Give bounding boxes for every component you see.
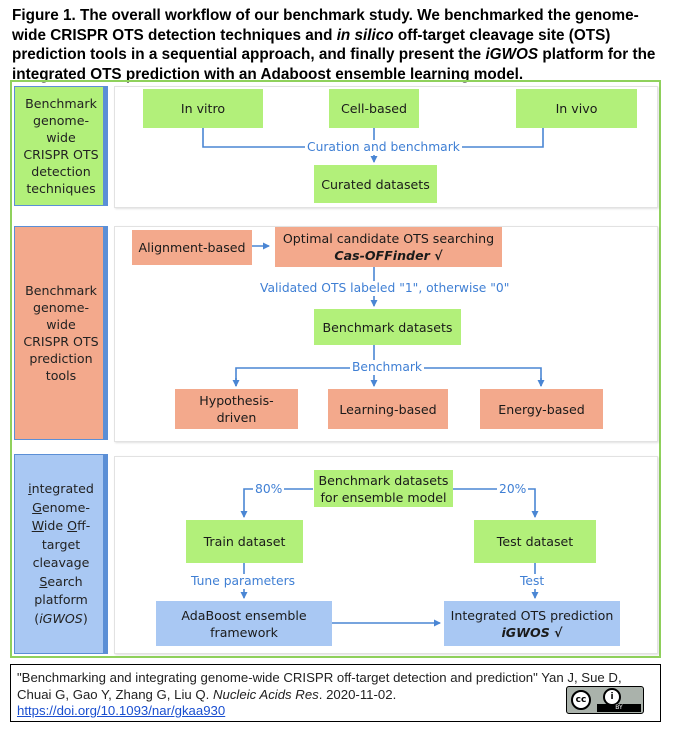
citation-journal: Nucleic Acids Res [212, 686, 319, 702]
hypothesis-driven-node: Hypothesis-driven [175, 389, 298, 429]
adaboost-node: AdaBoost ensemble framework [156, 601, 332, 646]
caption-italic-1: in silico [336, 26, 394, 44]
ensemble-datasets-node: Benchmark datasets for ensemble model [314, 470, 453, 507]
section-detection-label: Benchmark genome-wide CRISPR OTS detecti… [14, 86, 108, 206]
validated-label: Validated OTS labeled "1", otherwise "0" [258, 281, 512, 296]
by-label: BY [597, 704, 641, 712]
caption-text-3: platform for the integrated OTS predicti… [12, 46, 656, 83]
section-igwos-label: integrated Genome- Wide Off- target clea… [14, 454, 108, 654]
citation-box: "Benchmarking and integrating genome-wid… [10, 664, 661, 722]
curated-datasets-node: Curated datasets [314, 165, 437, 203]
caption-italic-2: iGWOS [485, 46, 539, 63]
igwos-acronym: integrated Genome- Wide Off- target clea… [28, 481, 94, 626]
figure-caption: Figure 1. The overall workflow of our be… [12, 6, 662, 84]
tune-parameters-label: Tune parameters [189, 574, 298, 589]
in-vitro-node: In vitro [143, 89, 263, 128]
benchmark-datasets-node: Benchmark datasets [314, 309, 461, 345]
curation-label: Curation and benchmark [305, 140, 462, 155]
cc-logo-icon: cc [571, 690, 591, 710]
citation-text: "Benchmarking and integrating genome-wid… [17, 670, 622, 702]
to-train-arrow [240, 488, 313, 518]
split-test-label: 20% [497, 482, 529, 497]
learning-based-node: Learning-based [328, 389, 448, 429]
caption-text-1: Figure 1. The overall workflow of our be… [12, 7, 639, 44]
doi-link[interactable]: https://doi.org/10.1093/nar/gkaa930 [17, 703, 226, 718]
train-dataset-node: Train dataset [186, 520, 303, 563]
caption-text-2: off-target cleavage site (OTS) predictio… [12, 26, 611, 64]
in-vivo-node: In vivo [516, 89, 637, 128]
to-test-arrow [453, 488, 539, 518]
figure-frame [10, 80, 661, 658]
energy-based-node: Energy-based [480, 389, 603, 429]
benchmark-label: Benchmark [350, 360, 425, 375]
cell-based-node: Cell-based [329, 89, 419, 128]
test-label: Test [518, 574, 547, 589]
test-dataset-node: Test dataset [474, 520, 596, 563]
split-train-label: 80% [253, 482, 285, 497]
ots-search-node: Optimal candidate OTS searching Cas-OFFi… [275, 227, 502, 267]
alignment-based-node: Alignment-based [132, 230, 252, 265]
integrated-prediction-node: Integrated OTS prediction iGWOS √ [444, 601, 620, 646]
cc-by-license-badge[interactable]: cc i BY [566, 686, 644, 714]
citation-date: . 2020-11-02. [318, 686, 397, 702]
section-prediction-label: Benchmark genome-wide CRISPR OTS predict… [14, 226, 108, 440]
